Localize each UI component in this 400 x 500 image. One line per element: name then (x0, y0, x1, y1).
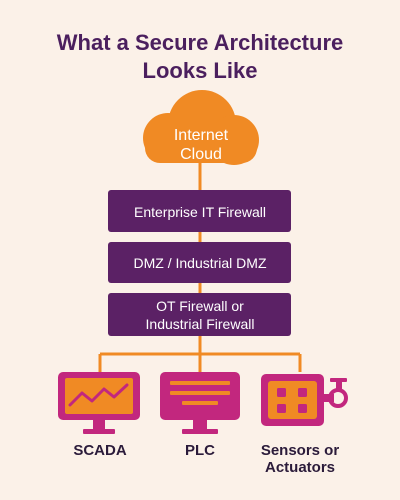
sensor-actuator-icon (261, 374, 348, 426)
device-label: SCADA (73, 442, 127, 459)
device-label: PLC (185, 442, 215, 459)
title-line-2: Looks Like (143, 58, 258, 83)
device-plc: PLC (160, 372, 240, 459)
title-line-1: What a Secure Architecture (57, 30, 344, 55)
layer-label: Enterprise IT Firewall (134, 204, 266, 220)
device-sensors: Sensors or Actuators (261, 374, 348, 476)
layer-enterprise-it-firewall: Enterprise IT Firewall (108, 190, 291, 232)
device-scada: SCADA (58, 372, 140, 459)
internet-cloud: Internet Cloud (143, 90, 259, 165)
layer-ot-firewall: OT Firewall or Industrial Firewall (108, 293, 291, 336)
device-label-line-1: Sensors or (261, 442, 340, 459)
monitor-trend-icon (58, 372, 140, 434)
cloud-icon (143, 90, 259, 165)
cloud-label-line-1: Internet (174, 127, 229, 144)
layer-label-line-1: OT Firewall or (156, 298, 244, 314)
cloud-label-line-2: Cloud (180, 146, 222, 163)
layer-dmz: DMZ / Industrial DMZ (108, 242, 291, 283)
plc-monitor-icon (160, 372, 240, 434)
layer-label: DMZ / Industrial DMZ (133, 255, 266, 271)
device-label-line-2: Actuators (265, 459, 335, 476)
layer-label-line-2: Industrial Firewall (146, 316, 255, 332)
connector-lines (98, 162, 302, 372)
